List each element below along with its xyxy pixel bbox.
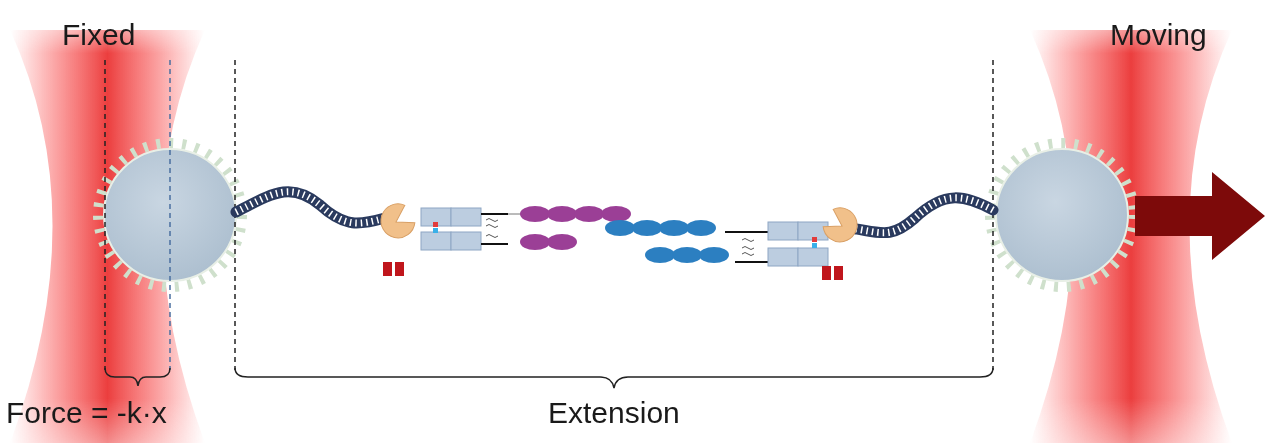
reference-line bbox=[169, 60, 171, 370]
protein-domain-blue bbox=[605, 220, 729, 263]
bead-spikes bbox=[990, 143, 1134, 287]
bracket bbox=[105, 368, 170, 386]
motion-arrow bbox=[1135, 172, 1265, 260]
reference-line bbox=[104, 60, 106, 370]
text-label: Extension bbox=[548, 398, 680, 428]
text-label: Force = -k·x bbox=[6, 398, 167, 428]
bead bbox=[996, 149, 1128, 281]
text-label: Fixed bbox=[62, 20, 135, 50]
bracket bbox=[235, 368, 993, 388]
protein-complex-left bbox=[375, 199, 508, 276]
protein-complex-right bbox=[725, 203, 863, 280]
bead-right bbox=[990, 143, 1134, 287]
text-label: Moving bbox=[1110, 20, 1207, 50]
laser-beam bbox=[10, 30, 1232, 443]
